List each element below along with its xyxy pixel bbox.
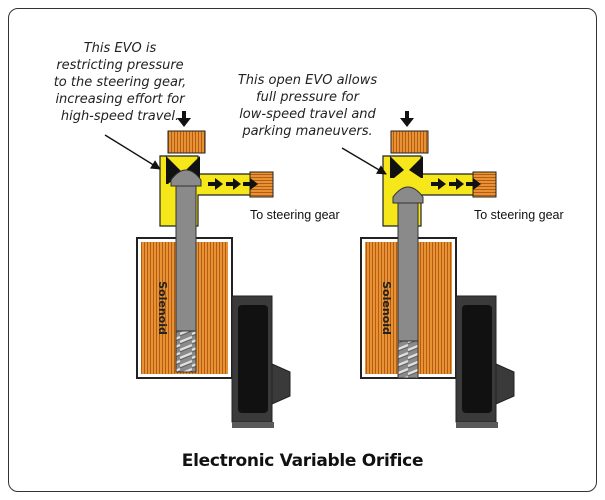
inlet-block (167, 130, 206, 154)
pintle-thread (397, 340, 419, 379)
pintle-head (170, 169, 202, 187)
solenoid-label: Solenoid (156, 281, 169, 335)
outlet-label: To steering gear (250, 208, 340, 222)
orifice-seat (390, 156, 404, 178)
diagram-title: Electronic Variable Orifice (181, 451, 424, 471)
solenoid-label: Solenoid (380, 281, 393, 335)
down-arrow-icon (400, 111, 414, 127)
pointer-arrow-icon (341, 147, 387, 175)
down-arrow-icon (177, 111, 191, 127)
evo-valve-restricting (104, 111, 291, 428)
right-arrow-icon (208, 178, 258, 190)
inlet-block (390, 130, 429, 154)
electrical-connector (455, 295, 515, 428)
pintle-shaft (175, 185, 197, 332)
annotation-open: This open EVO allows full pressure for l… (237, 73, 378, 139)
electrical-connector (231, 295, 291, 428)
pintle-thread (175, 330, 197, 373)
evo-valve-open (341, 111, 515, 428)
pintle-shaft (397, 202, 419, 342)
annotation-restricting: This EVO is restricting pressure to the … (53, 41, 187, 124)
diagram-frame (8, 8, 597, 492)
outlet-label: To steering gear (474, 208, 564, 222)
orifice-seat (166, 156, 182, 184)
pintle-head (392, 186, 424, 204)
pointer-arrow-icon (104, 134, 161, 170)
right-arrow-icon (431, 178, 481, 190)
